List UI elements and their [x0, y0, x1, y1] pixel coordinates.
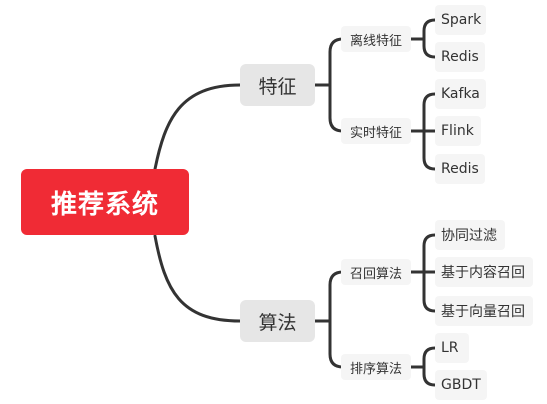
- leaf-lr[interactable]: LR: [435, 333, 469, 363]
- leaf-collaborative-filtering[interactable]: 协同过滤: [435, 220, 505, 250]
- recall-algorithms-node[interactable]: 召回算法: [341, 259, 411, 285]
- offline-features-label: 离线特征: [349, 33, 402, 49]
- leaf-redis-realtime-label: Redis: [441, 161, 479, 177]
- leaf-redis-offline[interactable]: Redis: [435, 42, 485, 72]
- connector-algorithms-bracket: [313, 270, 345, 369]
- leaf-content-recall[interactable]: 基于内容召回: [435, 257, 533, 287]
- connector-root-to-features: [153, 83, 242, 171]
- leaf-flink-label: Flink: [441, 123, 474, 139]
- leaf-flink[interactable]: Flink: [435, 116, 481, 146]
- connector-offline-bracket: [407, 18, 437, 59]
- offline-features-node[interactable]: 离线特征: [341, 26, 411, 52]
- connector-ranking-bracket: [407, 346, 437, 387]
- recall-algorithms-label: 召回算法: [349, 266, 402, 282]
- algorithms-label: 算法: [258, 311, 297, 334]
- algorithms-node[interactable]: 算法: [240, 300, 315, 342]
- leaf-kafka[interactable]: Kafka: [435, 79, 486, 109]
- root-node[interactable]: 推荐系统: [21, 169, 189, 235]
- connector-recall-bracket: [407, 233, 437, 313]
- leaf-gbdt-label: GBDT: [441, 377, 481, 393]
- leaf-kafka-label: Kafka: [441, 86, 480, 102]
- root-label: 推荐系统: [50, 189, 159, 220]
- leaf-lr-label: LR: [441, 340, 459, 356]
- leaf-vector-recall[interactable]: 基于向量召回: [435, 296, 533, 326]
- connector-root-to-algorithms: [153, 234, 242, 323]
- connector-realtime-bracket: [407, 92, 437, 171]
- realtime-features-node[interactable]: 实时特征: [341, 118, 411, 144]
- leaf-spark[interactable]: Spark: [435, 5, 486, 35]
- leaf-spark-label: Spark: [441, 12, 482, 28]
- ranking-algorithms-node[interactable]: 排序算法: [341, 354, 411, 380]
- leaf-vector-recall-label: 基于向量召回: [441, 304, 525, 320]
- features-label: 特征: [258, 75, 297, 98]
- leaf-gbdt[interactable]: GBDT: [435, 370, 487, 400]
- connector-features-bracket: [313, 37, 345, 133]
- leaf-redis-offline-label: Redis: [441, 49, 479, 65]
- leaf-content-recall-label: 基于内容召回: [441, 265, 525, 281]
- ranking-algorithms-label: 排序算法: [349, 361, 402, 377]
- realtime-features-label: 实时特征: [349, 125, 402, 141]
- features-node[interactable]: 特征: [240, 64, 315, 106]
- leaf-collaborative-filtering-label: 协同过滤: [441, 228, 497, 244]
- leaf-redis-realtime[interactable]: Redis: [435, 154, 485, 184]
